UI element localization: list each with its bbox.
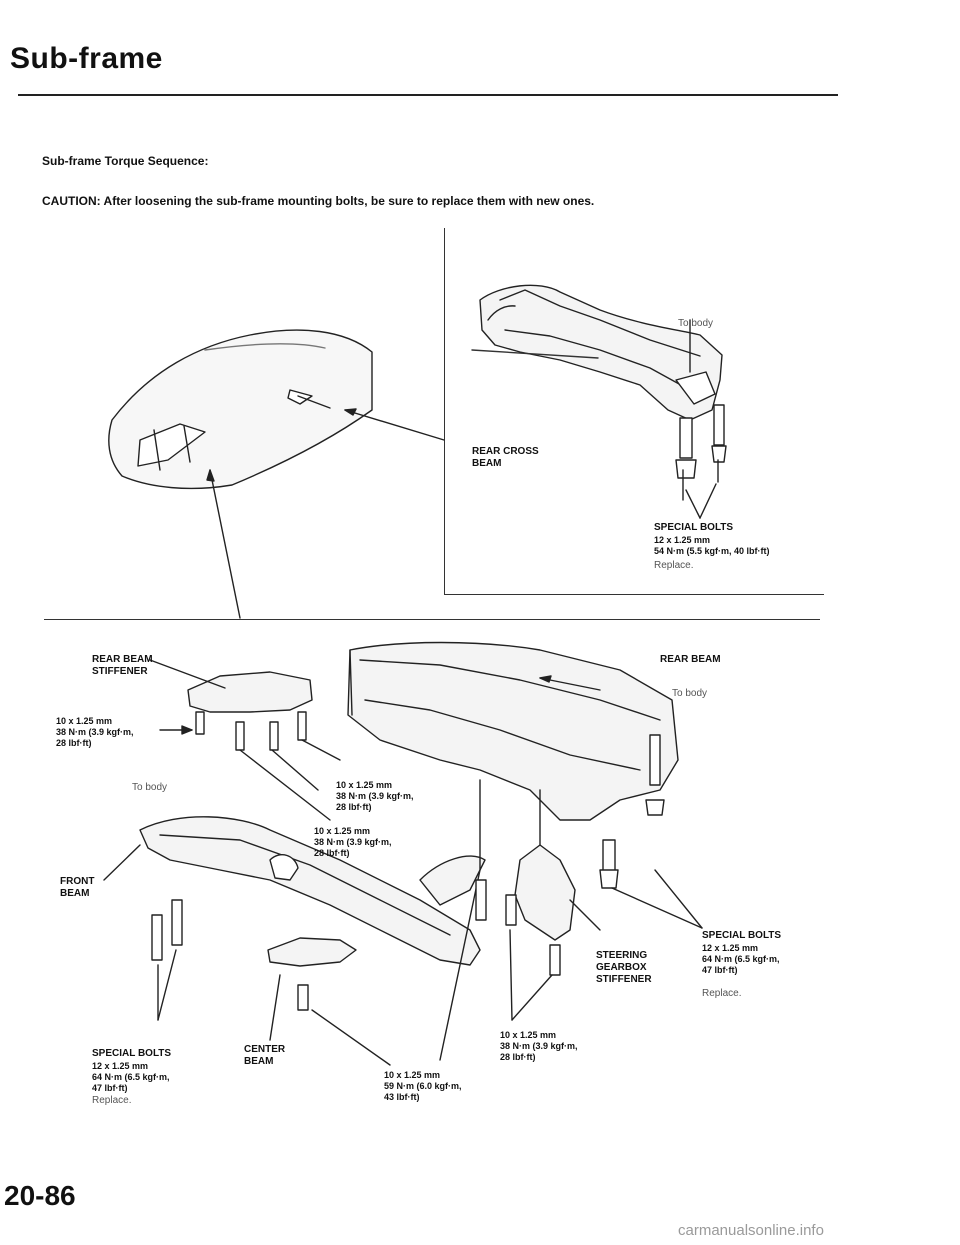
special-bolts-left-title: SPECIAL BOLTS bbox=[92, 1048, 172, 1059]
special-bolts-right-spec: 12 x 1.25 mm 64 N·m (6.5 kgf·m, 47 lbf·f… bbox=[702, 943, 780, 975]
to-body-label-upper: To body bbox=[678, 318, 714, 329]
special-bolts-left-spec: 12 x 1.25 mm 64 N·m (6.5 kgf·m, 47 lbf·f… bbox=[92, 1061, 170, 1093]
bolt-spec-mid-a: 10 x 1.25 mm 38 N·m (3.9 kgf·m, 28 lbf·f… bbox=[336, 780, 414, 812]
bolt-spec-bottom-center: 10 x 1.25 mm 59 N·m (6.0 kgf·m, 43 lbf·f… bbox=[384, 1070, 462, 1102]
rear-beam-stiffener-label: REAR BEAM STIFFENER bbox=[92, 654, 153, 677]
steering-gearbox-stiffener-drawing bbox=[505, 789, 601, 1021]
header-rule bbox=[18, 94, 838, 96]
steering-gearbox-stiffener-label: STEERING GEARBOX STIFFENER bbox=[596, 950, 652, 985]
to-body-label-left: To body bbox=[132, 782, 168, 793]
upper-box-left-border bbox=[444, 228, 445, 594]
front-beam-label: FRONT BEAM bbox=[60, 876, 95, 899]
special-bolts-upper-note: Replace. bbox=[654, 560, 694, 571]
special-bolts-upper-spec: 12 x 1.25 mm 54 N·m (5.5 kgf·m, 40 lbf·f… bbox=[654, 535, 770, 556]
front-beam-drawing bbox=[103, 816, 486, 1021]
rear-cross-beam-label: REAR CROSS BEAM bbox=[472, 446, 539, 469]
center-beam-drawing bbox=[267, 779, 487, 1066]
section-subtitle: Sub-frame Torque Sequence: bbox=[42, 154, 209, 168]
upper-box-bottom-border bbox=[444, 594, 824, 595]
bolt-spec-mid-b: 10 x 1.25 mm 38 N·m (3.9 kgf·m, 28 lbf·f… bbox=[314, 826, 392, 858]
special-bolts-right-note: Replace. bbox=[702, 988, 742, 999]
special-bolts-right-title: SPECIAL BOLTS bbox=[702, 930, 782, 941]
page-title: Sub-frame bbox=[10, 42, 163, 75]
special-bolts-left-note: Replace. bbox=[92, 1095, 132, 1106]
page-number: 20-86 bbox=[4, 1180, 76, 1211]
bolt-spec-left: 10 x 1.25 mm 38 N·m (3.9 kgf·m, 28 lbf·f… bbox=[56, 716, 134, 748]
rear-beam-label: REAR BEAM bbox=[660, 654, 721, 665]
center-beam-label: CENTER BEAM bbox=[244, 1044, 286, 1067]
special-bolts-upper-title: SPECIAL BOLTS bbox=[654, 522, 734, 533]
bolt-spec-bottom-right: 10 x 1.25 mm 38 N·m (3.9 kgf·m, 28 lbf·f… bbox=[500, 1030, 578, 1062]
to-body-label-right: To body bbox=[672, 688, 708, 699]
section-divider bbox=[44, 619, 820, 620]
rear-beam-stiffener-drawing bbox=[149, 659, 341, 821]
watermark-footer: carmanualsonline.info bbox=[678, 1222, 824, 1239]
rear-cross-beam-drawing bbox=[471, 284, 727, 519]
car-outline-illustration bbox=[108, 329, 373, 490]
caution-note: CAUTION: After loosening the sub-frame m… bbox=[42, 194, 595, 208]
rear-beam-drawing bbox=[347, 641, 703, 929]
